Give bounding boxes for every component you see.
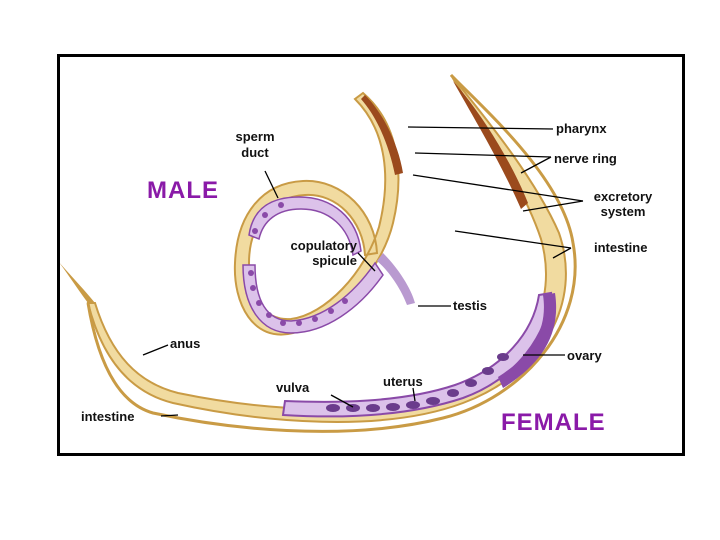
label-testis: testis [453,299,487,312]
label-pharynx: pharynx [556,122,607,135]
male-heading: MALE [147,177,219,205]
label-copulatory-line1: copulatory [265,239,357,252]
nematode-illustration [60,57,685,456]
label-anus: anus [170,337,200,350]
label-excretory-line2: system [583,205,663,218]
label-vulva: vulva [276,381,309,394]
label-sperm-duct-line1: sperm [230,130,280,143]
label-nerve-ring: nerve ring [554,152,617,165]
label-copulatory-line2: spicule [265,254,357,267]
diagram-frame: MALE FEMALE sperm duct copulatory spicul… [57,54,685,456]
label-intestine-right: intestine [594,241,647,254]
label-intestine-left: intestine [81,410,134,423]
female-heading: FEMALE [501,409,606,437]
label-sperm-duct-line2: duct [230,146,280,159]
label-ovary: ovary [567,349,602,362]
male-testis [377,253,415,305]
label-uterus: uterus [383,375,423,388]
female-tail [60,253,95,303]
label-excretory-line1: excretory [583,190,663,203]
